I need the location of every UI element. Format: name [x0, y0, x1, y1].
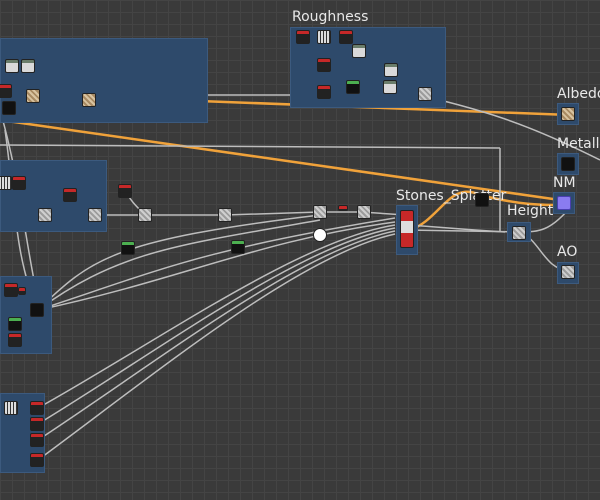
graph-node[interactable] — [0, 176, 12, 190]
graph-node[interactable] — [8, 333, 22, 347]
stones-splatter-frame-label: Stones_Splatter — [396, 188, 507, 204]
nm-node[interactable] — [557, 196, 571, 210]
ao-node[interactable] — [561, 265, 575, 279]
graph-node[interactable] — [82, 93, 96, 107]
top-left-frame — [0, 38, 208, 123]
nm-output-label: NM — [553, 175, 576, 191]
graph-node[interactable] — [317, 85, 331, 99]
graph-node[interactable] — [30, 303, 44, 317]
graph-node[interactable] — [63, 188, 77, 202]
height-node[interactable] — [512, 226, 526, 240]
graph-node[interactable] — [12, 176, 26, 190]
graph-node[interactable] — [30, 433, 44, 447]
graph-node[interactable] — [352, 44, 366, 58]
left-middle-frame — [0, 160, 107, 232]
graph-node[interactable] — [88, 208, 102, 222]
graph-node[interactable] — [30, 453, 44, 467]
albedo-node[interactable] — [561, 107, 575, 121]
graph-node[interactable] — [218, 208, 232, 222]
graph-node[interactable] — [4, 401, 18, 415]
height-frame-label: Height — [507, 203, 554, 219]
graph-node[interactable] — [2, 101, 16, 115]
graph-node[interactable] — [118, 184, 132, 198]
metallic-node[interactable] — [561, 157, 575, 171]
graph-node[interactable] — [0, 84, 12, 98]
graph-node[interactable] — [38, 208, 52, 222]
graph-node[interactable] — [21, 59, 35, 73]
graph-node[interactable] — [317, 58, 331, 72]
graph-node[interactable] — [121, 241, 135, 255]
graph-node[interactable] — [418, 87, 432, 101]
graph-node[interactable] — [4, 283, 18, 297]
ao-output-label: AO — [557, 244, 578, 260]
graph-node[interactable] — [5, 59, 19, 73]
stones-splatter-node[interactable] — [400, 210, 414, 248]
graph-node[interactable] — [313, 205, 327, 219]
graph-node[interactable] — [357, 205, 371, 219]
graph-node[interactable] — [338, 205, 348, 211]
graph-node[interactable] — [30, 417, 44, 431]
roughness-frame — [290, 27, 446, 108]
roughness-frame-label: Roughness — [292, 9, 369, 25]
graph-node[interactable] — [18, 287, 26, 295]
graph-node[interactable] — [384, 63, 398, 77]
metallic-output-label: Metalli — [557, 136, 600, 152]
graph-node[interactable] — [475, 193, 489, 207]
graph-node[interactable] — [317, 30, 331, 44]
graph-node[interactable] — [346, 80, 360, 94]
graph-node[interactable] — [30, 401, 44, 415]
graph-node[interactable] — [339, 30, 353, 44]
graph-node[interactable] — [383, 80, 397, 94]
graph-node[interactable] — [231, 240, 245, 254]
graph-node[interactable] — [313, 228, 327, 242]
graph-node[interactable] — [26, 89, 40, 103]
albedo-output-label: Albedo — [557, 86, 600, 102]
graph-node[interactable] — [296, 30, 310, 44]
graph-node[interactable] — [8, 317, 22, 331]
graph-node[interactable] — [138, 208, 152, 222]
